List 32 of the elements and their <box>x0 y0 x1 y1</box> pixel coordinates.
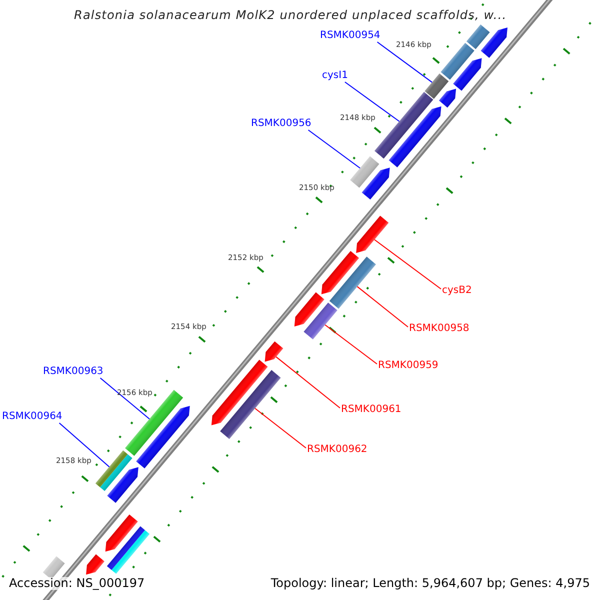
gene-block <box>356 216 389 253</box>
gene-block <box>388 106 442 168</box>
gene-block <box>294 292 324 326</box>
gene-label: RSMK00959 <box>378 360 438 372</box>
leader-line <box>100 378 150 420</box>
gene-label: RSMK00956 <box>251 118 312 130</box>
gene-block <box>264 341 284 362</box>
gene-block <box>107 467 138 503</box>
gene-label: cysI1 <box>322 70 348 82</box>
gene-label: RSMK00964 <box>2 411 62 423</box>
gene-block <box>211 360 268 426</box>
leader-line <box>376 42 433 83</box>
gene-block <box>136 406 190 468</box>
leader-line <box>374 239 442 290</box>
leader-line <box>254 408 306 448</box>
gene-label: RSMK00961 <box>341 404 402 416</box>
leader-line <box>344 82 400 122</box>
gene-label: RSMK00954 <box>320 30 380 42</box>
gene-label: RSMK00958 <box>409 323 470 335</box>
leader-line <box>356 286 408 328</box>
gene-block <box>438 88 456 108</box>
leader-line <box>58 422 110 468</box>
map-title: Ralstonia solanacearum MolK2 unordered unplaced scaffolds, w... <box>73 7 508 23</box>
gene-label: RSMK00962 <box>307 444 368 456</box>
gene-block <box>453 58 482 91</box>
gene-block <box>86 554 104 575</box>
leader-line <box>324 324 378 364</box>
gene-block <box>321 250 360 294</box>
leader-line <box>276 356 340 408</box>
gene-label: RSMK00963 <box>43 366 104 378</box>
gene-label: cysB2 <box>442 285 472 297</box>
leader-line <box>308 130 361 169</box>
